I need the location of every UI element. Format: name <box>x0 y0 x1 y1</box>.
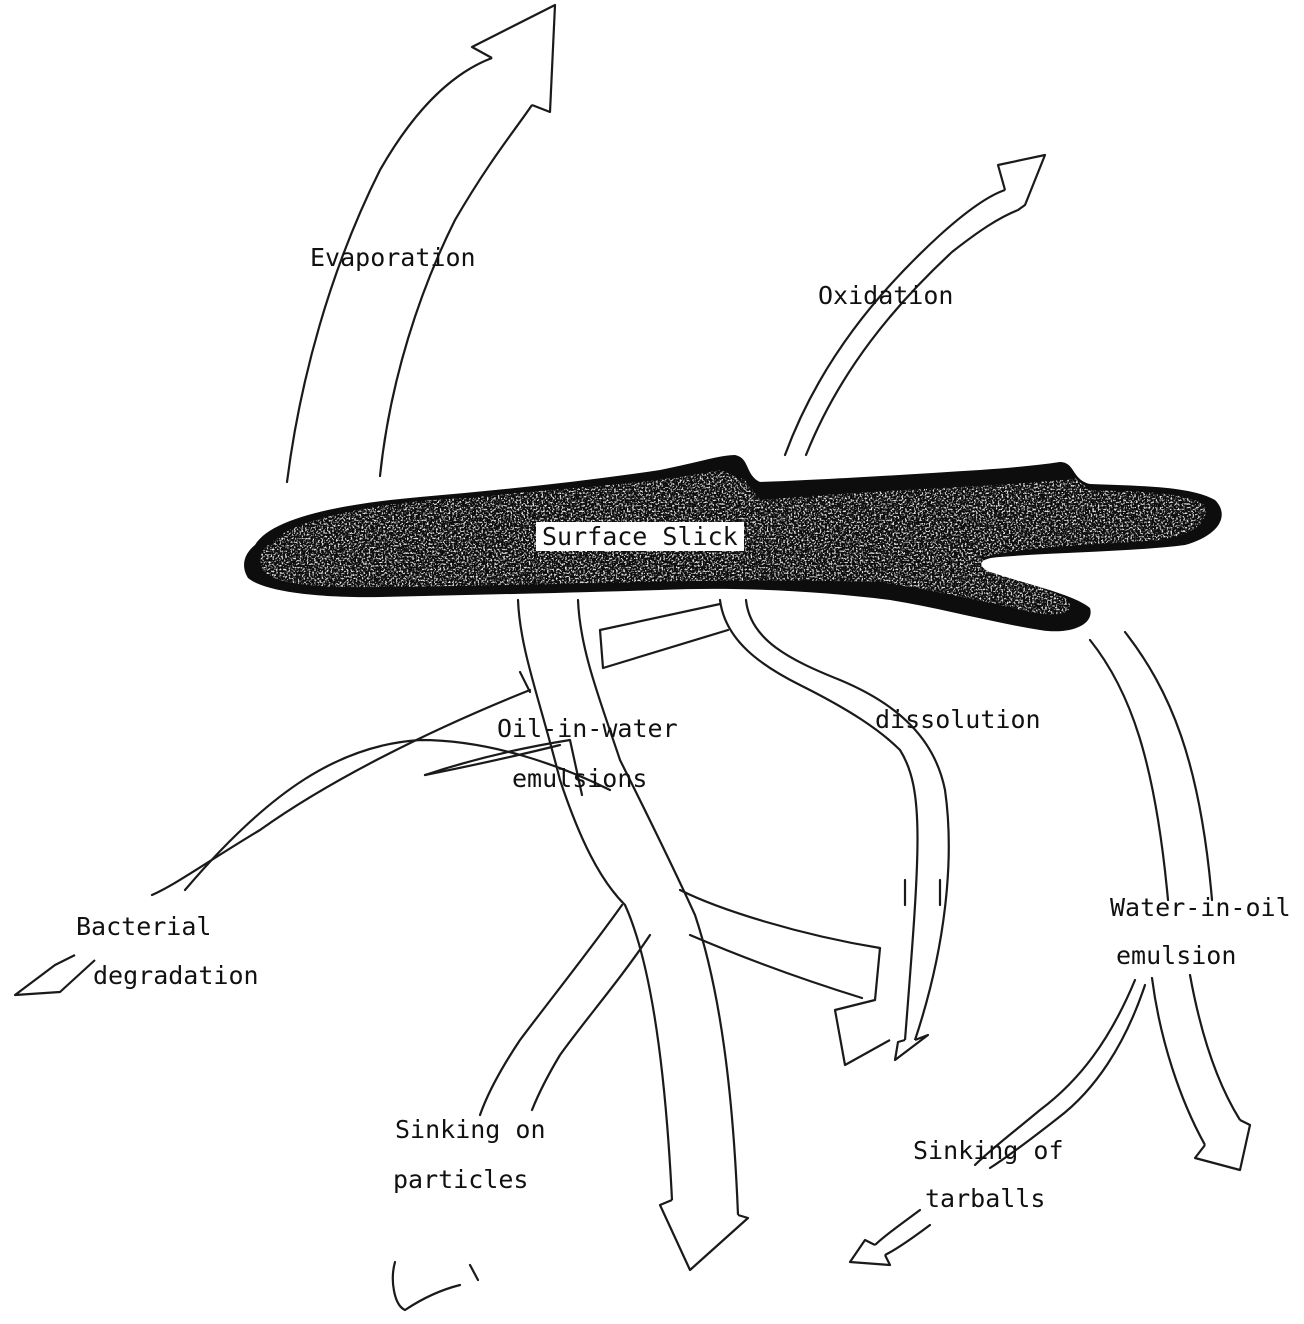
sinking-particles-arrow <box>393 905 650 1310</box>
sinking-tarballs-label-line2: tarballs <box>925 1186 1045 1211</box>
sinking-particles-label-line2: particles <box>393 1167 528 1192</box>
bacterial-label-line2: degradation <box>93 963 259 988</box>
dissolution-label: dissolution <box>875 707 1041 732</box>
evaporation-label: Evaporation <box>310 245 476 270</box>
oil-in-water-column <box>518 600 748 1270</box>
sinking-tarballs-arrow <box>850 980 1145 1265</box>
oil-in-water-label-line1: Oil-in-water <box>497 716 678 741</box>
sinking-particles-label-line1: Sinking on <box>395 1117 546 1142</box>
surface-slick-label: Surface Slick <box>536 522 744 551</box>
water-in-oil-label-line2: emulsion <box>1116 943 1236 968</box>
dissolution-connector <box>600 604 728 668</box>
oxidation-label: Oxidation <box>818 283 953 308</box>
water-in-oil-label-line1: Water-in-oil <box>1110 895 1291 920</box>
sinking-tarballs-label-line1: Sinking of <box>913 1138 1064 1163</box>
bacterial-label-line1: Bacterial <box>76 914 211 939</box>
oil-in-water-label-line2: emulsions <box>512 766 647 791</box>
dissolution-arrow <box>720 600 949 1060</box>
